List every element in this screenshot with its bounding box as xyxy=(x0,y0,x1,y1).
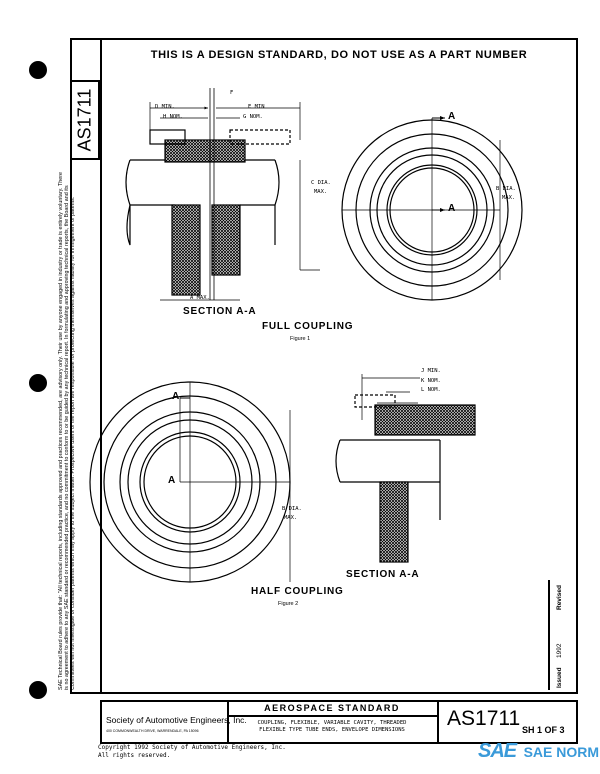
section-arrow-label: A xyxy=(172,391,181,402)
section-caption: SECTION A-A xyxy=(183,306,257,317)
left-margin-column xyxy=(70,38,100,694)
half-coupling-section xyxy=(335,374,476,563)
dim-l-nom: L NOM. xyxy=(421,387,441,393)
dim-h-nom: H NOM. xyxy=(163,114,183,120)
binder-hole xyxy=(29,61,47,79)
dim-b-dia: B DIA. xyxy=(282,506,302,512)
rights-line: All rights reserved. xyxy=(98,752,171,759)
dim-c-max: MAX. xyxy=(314,189,328,195)
title-cell: AEROSPACE STANDARD COUPLING, FLEXIBLE, V… xyxy=(227,702,439,742)
org-cell: Society of Automotive Engineers, Inc. 40… xyxy=(102,702,247,742)
figure-label: Figure 2 xyxy=(278,601,299,607)
dim-f: F xyxy=(230,90,234,96)
dim-b-max: MAX. xyxy=(284,515,298,521)
title-block: Society of Automotive Engineers, Inc. 40… xyxy=(100,700,578,744)
dim-k-nom: K NOM. xyxy=(421,378,441,384)
brand-name: SAE NORM xyxy=(523,744,600,760)
section-arrow-label: A xyxy=(448,203,457,214)
figure-caption: HALF COUPLING xyxy=(251,586,344,597)
title-line-1: COUPLING, FLEXIBLE, VARIABLE CAVITY, THR… xyxy=(257,720,407,726)
revision-strip: Issued 1992 Revised xyxy=(548,580,580,690)
dim-g-nom: G NOM. xyxy=(243,114,263,120)
sheet-number: SH 1 OF 3 xyxy=(522,725,565,735)
dim-a-max: A MAX. xyxy=(190,295,210,301)
full-coupling-section xyxy=(125,88,320,301)
figure-caption: FULL COUPLING xyxy=(262,321,354,332)
figure-label: Figure 1 xyxy=(290,336,311,342)
issued-label: Issued xyxy=(556,667,563,688)
binder-hole xyxy=(29,681,47,699)
sae-logo: SAE xyxy=(478,740,517,762)
org-address: 400 COMMONWEALTH DRIVE, WARRENDALE, PA 1… xyxy=(106,729,199,733)
dim-e-min: E MIN xyxy=(248,104,265,110)
section-arrow-label: A xyxy=(448,111,457,122)
binder-hole xyxy=(29,374,47,392)
dim-c-dia: C DIA. xyxy=(311,180,331,186)
issued-date: 1992 xyxy=(556,643,563,658)
doc-number-cell: AS1711 SH 1 OF 3 xyxy=(439,702,576,742)
doc-number: AS1711 xyxy=(447,707,521,730)
dim-b-dia: B DIA. xyxy=(496,186,516,192)
drawing-frame xyxy=(100,38,578,694)
copyright-line: Copyright 1992 Society of Automotive Eng… xyxy=(98,744,286,751)
copyright-notice: Copyright 1992 Society of Automotive Eng… xyxy=(98,744,286,760)
dim-j-min: J MIN. xyxy=(421,368,441,374)
full-coupling-end-view xyxy=(341,116,523,301)
sae-norm-watermark: SAE SAE NORM xyxy=(478,740,599,763)
dim-b-max: MAX. xyxy=(502,195,516,201)
section-caption: SECTION A-A xyxy=(346,569,420,580)
doc-number-box: AS1711 xyxy=(70,80,100,160)
half-coupling-end-view xyxy=(89,381,291,583)
org-name: Society of Automotive Engineers, Inc. xyxy=(106,715,247,725)
section-arrow-label: A xyxy=(168,475,177,486)
category: AEROSPACE STANDARD xyxy=(227,702,437,717)
title-line-2: FLEXIBLE TYPE TUBE ENDS, ENVELOPE DIMENS… xyxy=(259,727,405,733)
dim-d-min: D MIN. xyxy=(155,104,175,110)
revised-label: Revised xyxy=(556,585,563,610)
design-standard-heading: THIS IS A DESIGN STANDARD, DO NOT USE AS… xyxy=(150,49,528,61)
